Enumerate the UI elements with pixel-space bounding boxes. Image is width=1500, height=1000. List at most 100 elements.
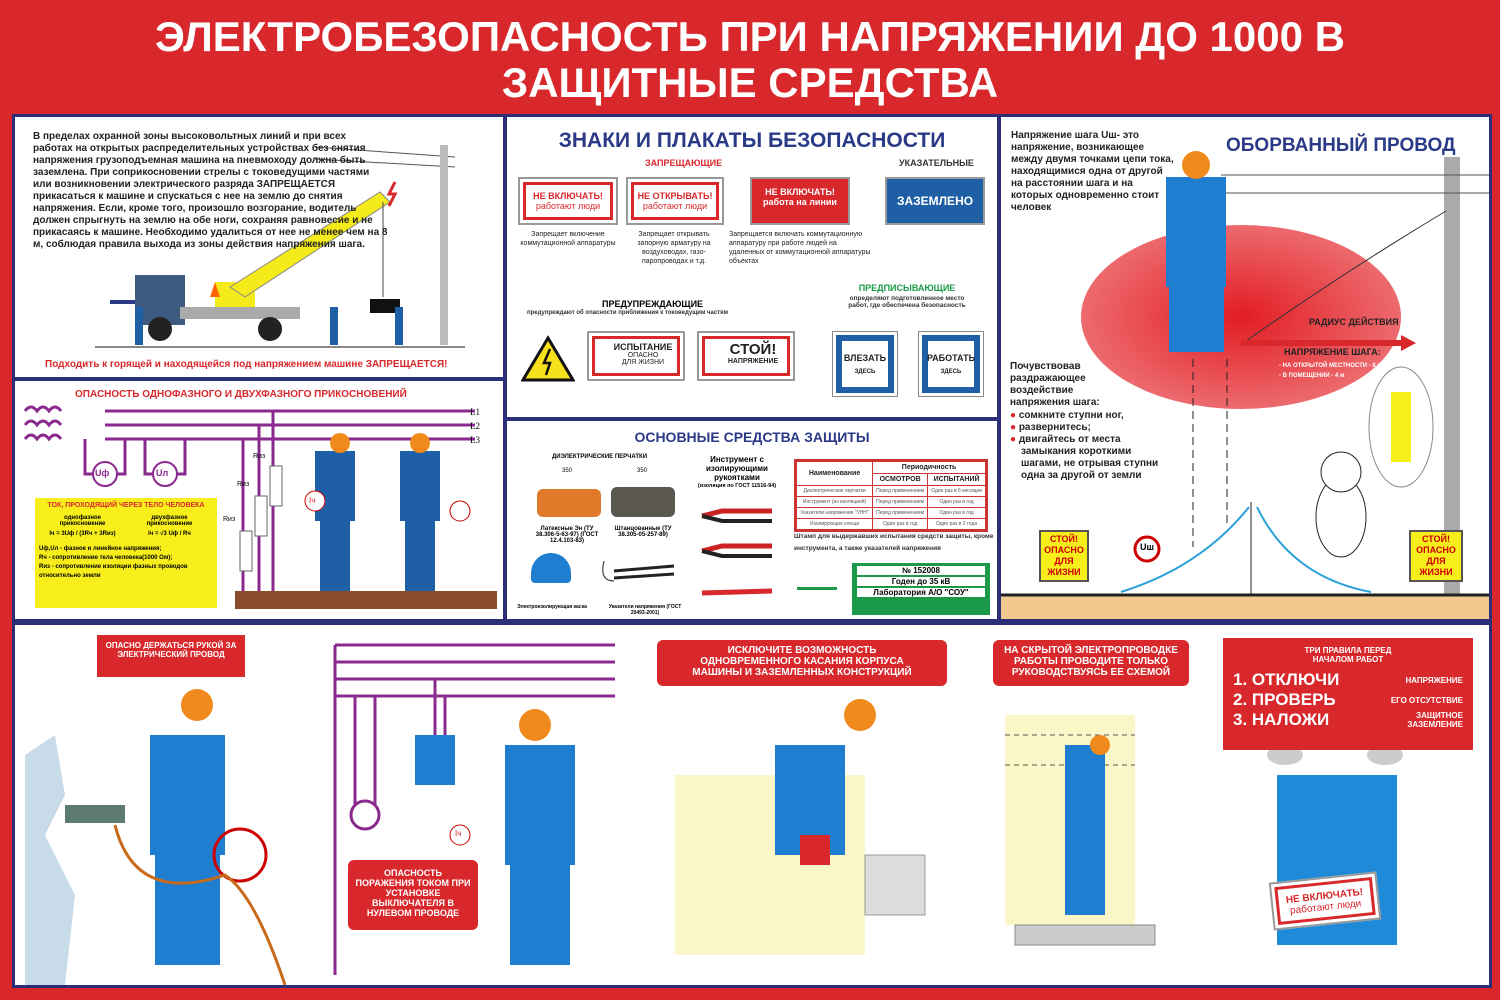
wall <box>25 735 75 985</box>
stamp-number: № 152008 <box>857 566 985 575</box>
label-neutral-switch: ОПАСНОСТЬ ПОРАЖЕНИЯ ТОКОМ ПРИ УСТАНОВКЕ … <box>348 860 478 930</box>
power-pole <box>440 145 448 345</box>
stamp-note: Штамп для выдержавших испытания средств … <box>794 533 994 552</box>
insulated-tools-image <box>701 508 773 596</box>
mouse-icon <box>1267 745 1303 765</box>
poster-title-line2: ЗАЩИТНЫЕ СРЕДСТВА <box>501 59 999 106</box>
step-voltage-open: - НА ОТКРЫТОЙ МЕСТНОСТИ - 8 м <box>1279 363 1382 369</box>
label-exclude-contact: ИСКЛЮЧИТЕ ВОЗМОЖНОСТЬ ОДНОВРЕМЕННОГО КАС… <box>657 640 947 686</box>
double-phase-formula: Iч = √3 Uф / Rч <box>148 531 191 537</box>
stamped-glove-image <box>611 487 675 517</box>
protection-panel: ОСНОВНЫЕ СРЕДСТВА ЗАЩИТЫ ДИЭЛЕКТРИЧЕСКИЕ… <box>504 418 1000 622</box>
crane-illustration <box>95 145 465 348</box>
switch-box <box>415 735 455 785</box>
current-formula-box: ТОК, ПРОХОДЯЩИЙ ЧЕРЕЗ ТЕЛО ЧЕЛОВЕКА одно… <box>35 498 217 608</box>
voltage-tester-image <box>602 560 675 582</box>
danger-zone <box>1081 225 1401 409</box>
step-voltage-illustration <box>1001 151 1489 619</box>
bottom-panel: ОПАСНО ДЕРЖАТЬСЯ РУКОЙ ЗА ЭЛЕКТРИЧЕСКИЙ … <box>12 622 1492 988</box>
advice-item: ● развернитесь; <box>1010 422 1091 433</box>
label-hidden-wiring: НА СКРЫТОЙ ЭЛЕКТРОПРОВОДКЕ РАБОТЫ ПРОВОД… <box>993 640 1189 686</box>
legend-line: Rиз - сопротивление изоляции фазных пров… <box>39 564 188 579</box>
presc-heading: ПРЕДПИСЫВАЮЩИЕ <box>858 283 956 293</box>
mouse-icon <box>1367 745 1403 765</box>
uf-label: Uф <box>95 468 110 478</box>
warn-heading: ПРЕДУПРЕЖДАЮЩИЕ <box>602 299 704 309</box>
th-inspections: ОСМОТРОВ <box>872 473 929 486</box>
spark-icon <box>386 181 398 207</box>
warn-desc: предупреждают об опасности приближения к… <box>527 310 729 316</box>
crane-warning: Подходить к горящей и находящейся под на… <box>45 359 448 370</box>
legend-line: Uф,Uл - фазное и линейное напряжения; <box>39 546 162 552</box>
stamp-rating: Годен до 35 кВ <box>857 577 985 586</box>
drill-icon <box>65 805 125 823</box>
sign-desc: Запрещает включение коммутационной аппар… <box>520 231 616 247</box>
stop-sign-left: СТОЙ! ОПАСНО ДЛЯ ЖИЗНИ <box>1039 530 1089 582</box>
fire-icon <box>210 282 220 297</box>
legend-line: Rч - сопротивление тела человека(1000 Ом… <box>39 555 173 561</box>
test-stamp: № 152008 Годен до 35 кВ Лаборатория А/О … <box>852 563 990 615</box>
helmet-image <box>531 553 571 583</box>
sign-rabota-na-linii: НЕ ВКЛЮЧАТЬ!работа на линии <box>750 177 850 225</box>
three-rules-box: ТРИ ПРАВИЛА ПЕРЕД НАЧАЛОМ РАБОТ 1. ОТКЛЮ… <box>1223 638 1473 750</box>
jackhammer-icon <box>800 835 830 865</box>
power-pole <box>1444 157 1460 597</box>
latex-glove-label: Латексные Эн (ТУ 38.306-5-63-97) (ГОСТ 1… <box>535 526 599 544</box>
prohibit-heading: ЗАПРЕЩАЮЩИЕ <box>645 158 723 168</box>
step-voltage-indoor: - В ПОМЕЩЕНИИ - 4 м <box>1279 373 1345 379</box>
line-l1-label: L1 <box>470 407 480 417</box>
stamp-lab: Лаборатория А/О "СОУ" <box>857 588 985 597</box>
presc-desc: определяют подготовленное место работ, г… <box>848 295 966 309</box>
signs-heading: ЗНАКИ И ПЛАКАТЫ БЕЗОПАСНОСТИ <box>558 129 946 152</box>
sign-ne-vklyuchat: НЕ ВКЛЮЧАТЬ!работают люди <box>518 177 618 225</box>
truck-cab <box>135 275 185 325</box>
ich-label: Iч <box>455 829 462 838</box>
r-label-3: Rиз <box>253 453 266 460</box>
three-rules-title: ТРИ ПРАВИЛА ПЕРЕД НАЧАЛОМ РАБОТ <box>1304 646 1392 664</box>
step-advice: Почувствовав раздражающее воздействие на… <box>1010 361 1100 408</box>
r-label-1: Rиз <box>223 516 236 523</box>
th-name: Наименование <box>795 461 874 486</box>
label-dont-hold-wire: ОПАСНО ДЕРЖАТЬСЯ РУКОЙ ЗА ЭЛЕКТРИЧЕСКИЙ … <box>97 635 245 677</box>
table-row: Указатели напряжения "УНН"Перед применен… <box>795 507 986 519</box>
sign-desc: Запрещается включать коммутационную аппа… <box>729 231 871 265</box>
broken-wire <box>1245 210 1447 342</box>
u-step-label: Uш <box>1140 542 1155 552</box>
th-tests: ИСПЫТАНИЙ <box>927 473 986 486</box>
single-phase-label: однофазное прикосновение <box>59 515 106 527</box>
latex-glove-image <box>537 489 601 517</box>
worker-hammer <box>1065 745 1105 915</box>
advice-item: ● двигайтесь от места замыкания коротким… <box>1010 434 1159 481</box>
step-voltage-definition: Напряжение шага Uш- это напряжение, возн… <box>1011 130 1174 213</box>
ich-label: Iч <box>309 496 316 505</box>
high-voltage-triangle-icon <box>521 335 575 382</box>
table-row: Инструмент (из изоляцией)Перед применени… <box>795 496 986 508</box>
gloves-heading: ДИЭЛЕКТРИЧЕСКИЕ ПЕРЧАТКИ <box>552 454 648 460</box>
phase-heading: ОПАСНОСТЬ ОДНОФАЗНОГО И ДВУХФАЗНОГО ПРИК… <box>75 389 407 400</box>
phase-panel: ОПАСНОСТЬ ОДНОФАЗНОГО И ДВУХФАЗНОГО ПРИК… <box>12 378 506 622</box>
signs-panel: ЗНАКИ И ПЛАКАТЫ БЕЗОПАСНОСТИ ЗАПРЕЩАЮЩИЕ… <box>504 114 1000 420</box>
tools-note: (изоляция по ГОСТ 11516-94) <box>697 483 777 489</box>
radius-label: РАДИУС ДЕЙСТВИЯ <box>1309 317 1399 327</box>
step-voltage-panel: Напряжение шага Uш- это напряжение, возн… <box>998 114 1492 622</box>
sign-stoy-napryazhenie: СТОЙ!НАПРЯЖЕНИЕ <box>697 331 795 381</box>
cat-illustration <box>1315 451 1367 558</box>
ground <box>1001 595 1489 619</box>
advice-item: ● сомкните ступни ног, <box>1010 410 1124 421</box>
ul-label: Uл <box>156 468 169 478</box>
r-label-2: Rиз <box>237 481 250 488</box>
formula-box-title: ТОК, ПРОХОДЯЩИЙ ЧЕРЕЗ ТЕЛО ЧЕЛОВЕКА <box>47 502 205 509</box>
crane-panel: В пределах охранной зоны высоковольтных … <box>12 114 506 380</box>
poster-title-line1: ЭЛЕКТРОБЕЗОПАСНОСТЬ ПРИ НАПРЯЖЕНИИ ДО 10… <box>154 13 1345 60</box>
sign-ne-otkryvat: НЕ ОТКРЫВАТЬ!работают люди <box>626 177 724 225</box>
glove-dim-2: 350 <box>637 468 648 474</box>
